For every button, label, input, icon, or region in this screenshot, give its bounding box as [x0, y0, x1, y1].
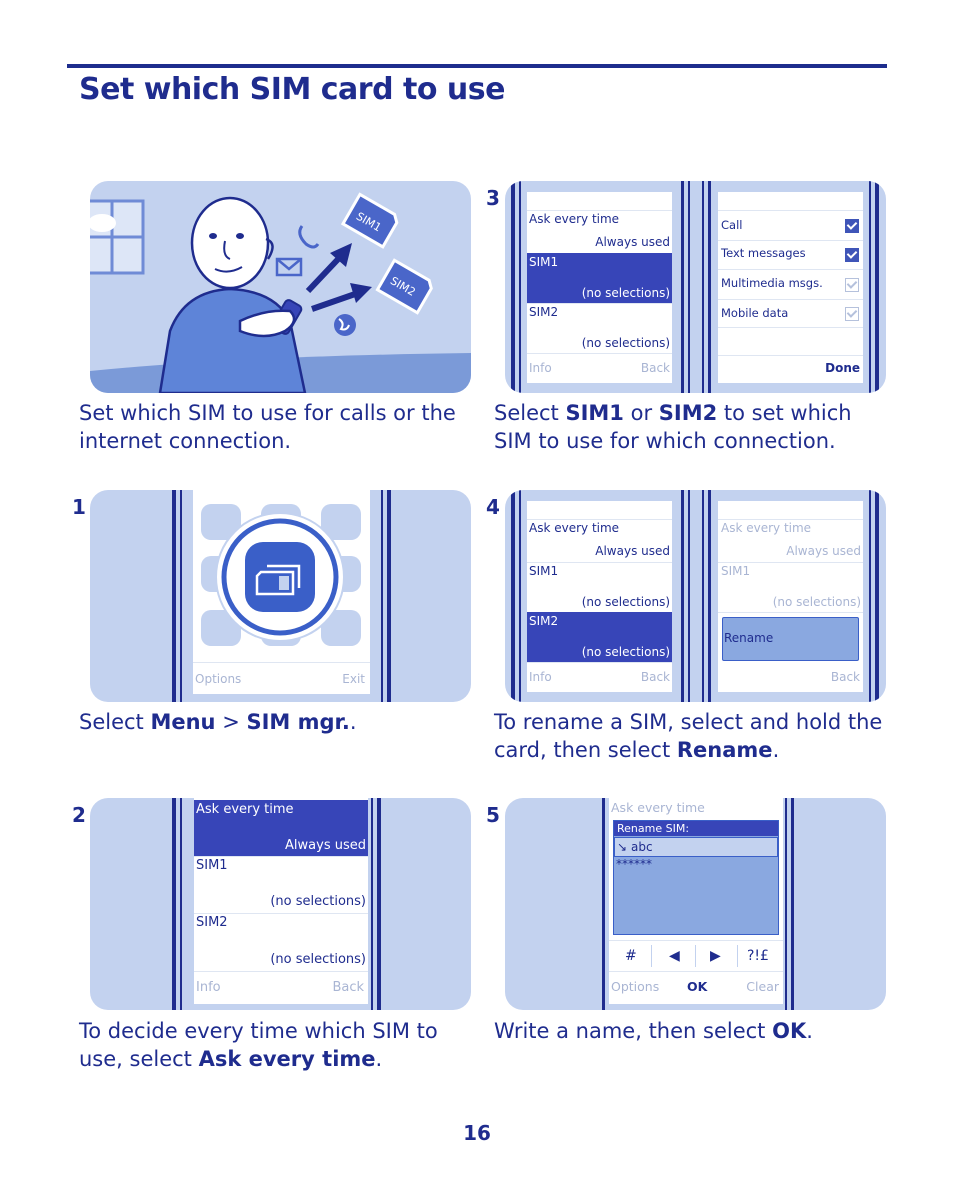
step-3-caption: Select SIM1 or SIM2 to set which SIM to …	[494, 401, 852, 453]
list-item[interactable]: SIM1 (no selections)	[194, 856, 368, 914]
name-input[interactable]: ↘ abc	[614, 837, 778, 857]
symbols-key[interactable]: ?!£	[747, 948, 769, 964]
input-toolbar: # ◀ ▶ ?!£	[609, 940, 783, 972]
step-1-panel: Options Exit	[90, 490, 471, 702]
softkey-right[interactable]: Back	[640, 670, 670, 684]
step-5-panel: Ask every time Rename SIM: ↘ abc ****** …	[505, 798, 886, 1010]
softkey-left[interactable]: Info	[529, 670, 552, 684]
screen-header: Ask every time	[611, 800, 705, 815]
top-rule	[67, 64, 887, 68]
ok-softkey[interactable]: OK	[687, 979, 708, 994]
mail-icon	[275, 257, 303, 277]
checkbox-checked[interactable]	[845, 219, 859, 233]
left-arrow-key[interactable]: ◀	[669, 948, 680, 964]
softkey-left[interactable]: Info	[196, 980, 221, 995]
back-softkey[interactable]: Back	[830, 670, 860, 684]
menu-grid	[201, 504, 361, 646]
step-5-caption: Write a name, then select OK.	[494, 1019, 813, 1043]
step-3-panel: Ask every time Always used SIM1 (no sele…	[505, 181, 886, 393]
checkbox-unchecked[interactable]	[845, 307, 859, 321]
list-item[interactable]: SIM2 (no selections)	[527, 303, 672, 354]
step-1-caption: Select Menu > SIM mgr..	[79, 710, 357, 734]
step-4-panel: Ask every time Always used SIM1 (no sele…	[505, 490, 886, 702]
list-item[interactable]: SIM1 (no selections)	[527, 562, 672, 613]
softkey-left[interactable]: Info	[529, 361, 552, 375]
checkbox-checked[interactable]	[845, 248, 859, 262]
sim1-card-icon: SIM1	[340, 192, 399, 249]
list-item[interactable]: Mobile data	[718, 299, 863, 328]
exit-softkey[interactable]: Exit	[342, 672, 365, 686]
list-item[interactable]: Ask every time Always used	[527, 210, 672, 254]
step-4-caption: To rename a SIM, select and hold the car…	[494, 710, 883, 762]
list-item[interactable]: SIM2 (no selections)	[194, 913, 368, 972]
step-2-panel: Ask every time Always used SIM1 (no sele…	[90, 798, 471, 1010]
intro-illustration: SIM1 SIM2	[90, 181, 471, 393]
list-item-selected[interactable]: Ask every time Always used	[194, 800, 368, 857]
rename-screen: Ask every time Rename SIM: ↘ abc ****** …	[609, 798, 783, 1004]
step-2-number: 2	[72, 803, 86, 827]
options-softkey[interactable]: Options	[195, 672, 242, 686]
list-item[interactable]: Ask every time Always used	[718, 519, 863, 563]
sim2-card-icon: SIM2	[375, 258, 433, 315]
menu-screen: Options Exit	[193, 490, 370, 694]
right-arrow-key[interactable]: ▶	[710, 948, 721, 964]
sim-manager-icon	[245, 542, 315, 612]
step-3-left-screen: Ask every time Always used SIM1 (no sele…	[527, 192, 672, 383]
clear-softkey[interactable]: Clear	[746, 979, 779, 994]
options-softkey[interactable]: Options	[611, 979, 660, 994]
step-3-right-screen: Call Text messages Multimedia msgs. Mobi…	[718, 192, 863, 383]
rename-dialog: Rename SIM: ↘ abc ******	[613, 820, 779, 935]
step-4-right-screen: Ask every time Always used SIM1 (no sele…	[718, 501, 863, 692]
list-item[interactable]: Call	[718, 210, 863, 241]
step-2-caption: To decide every time which SIM to use, s…	[79, 1019, 438, 1071]
list-item[interactable]: Multimedia msgs.	[718, 269, 863, 300]
text-input-mode-icon: ↘	[617, 840, 628, 854]
step-4-number: 4	[486, 495, 500, 519]
list-item[interactable]: Text messages	[718, 240, 863, 270]
person-with-phone-illustration: SIM1 SIM2	[90, 192, 471, 393]
step-4-left-screen: Ask every time Always used SIM1 (no sele…	[527, 501, 672, 692]
checkbox-unchecked[interactable]	[845, 278, 859, 292]
rename-popup[interactable]: Rename	[722, 617, 859, 661]
page-title: Set which SIM card to use	[79, 72, 505, 107]
intro-caption: Set which SIM to use for calls or the in…	[79, 401, 456, 453]
list-item-selected[interactable]: SIM1 (no selections)	[527, 253, 672, 304]
softkey-right[interactable]: Back	[332, 980, 364, 995]
page-number: 16	[463, 1121, 491, 1145]
softkey-right[interactable]: Back	[640, 361, 670, 375]
step-2-screen: Ask every time Always used SIM1 (no sele…	[194, 798, 368, 1004]
hash-key[interactable]: #	[625, 948, 637, 964]
step-5-number: 5	[486, 803, 500, 827]
step-1-number: 1	[72, 495, 86, 519]
done-softkey[interactable]: Done	[825, 361, 860, 375]
list-item-selected[interactable]: SIM2 (no selections)	[527, 612, 672, 663]
phone-icon	[298, 225, 320, 249]
list-item[interactable]: SIM1 (no selections)	[718, 562, 863, 613]
list-item[interactable]: Ask every time Always used	[527, 519, 672, 563]
masked-text: ******	[616, 857, 652, 871]
dialog-title: Rename SIM:	[617, 822, 690, 835]
step-3-number: 3	[486, 186, 500, 210]
globe-icon	[334, 314, 356, 336]
